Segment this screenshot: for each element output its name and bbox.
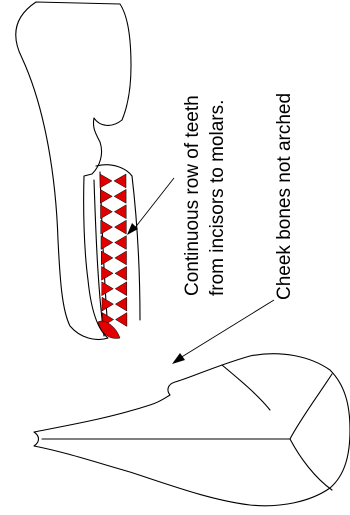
tooth [102, 297, 113, 311]
tooth [101, 236, 113, 250]
tooth [100, 189, 112, 203]
tooth [114, 174, 126, 188]
tooth [102, 266, 114, 280]
tooth [102, 282, 113, 296]
cheek-label: Cheek bones not arched [274, 93, 295, 300]
teeth-label-line1: Continuous row of teeth [182, 95, 203, 296]
tooth [101, 205, 113, 219]
tooth [115, 251, 127, 265]
tooth [101, 251, 113, 265]
suture-lower [290, 439, 332, 490]
tooth [101, 220, 113, 234]
tooth [115, 236, 127, 250]
teeth-label-line2: from incisors to molars. [207, 100, 228, 296]
tooth [115, 282, 126, 296]
skull-top-view [34, 354, 350, 506]
teeth-row [98, 174, 127, 338]
suture-upper [290, 374, 332, 439]
tooth [115, 220, 127, 234]
tooth [100, 174, 112, 188]
skull-top-outline [34, 354, 350, 506]
tooth [115, 266, 127, 280]
tooth [114, 205, 126, 219]
tooth [116, 313, 127, 327]
cheek-leader-line [180, 300, 274, 358]
incisor-tooth [98, 321, 120, 339]
tooth [115, 297, 126, 311]
skull-side-outline [16, 2, 131, 340]
tooth [114, 189, 126, 203]
teeth-leader-line [134, 178, 174, 229]
cheek-arrowhead [172, 353, 185, 364]
brow-line [222, 365, 270, 410]
